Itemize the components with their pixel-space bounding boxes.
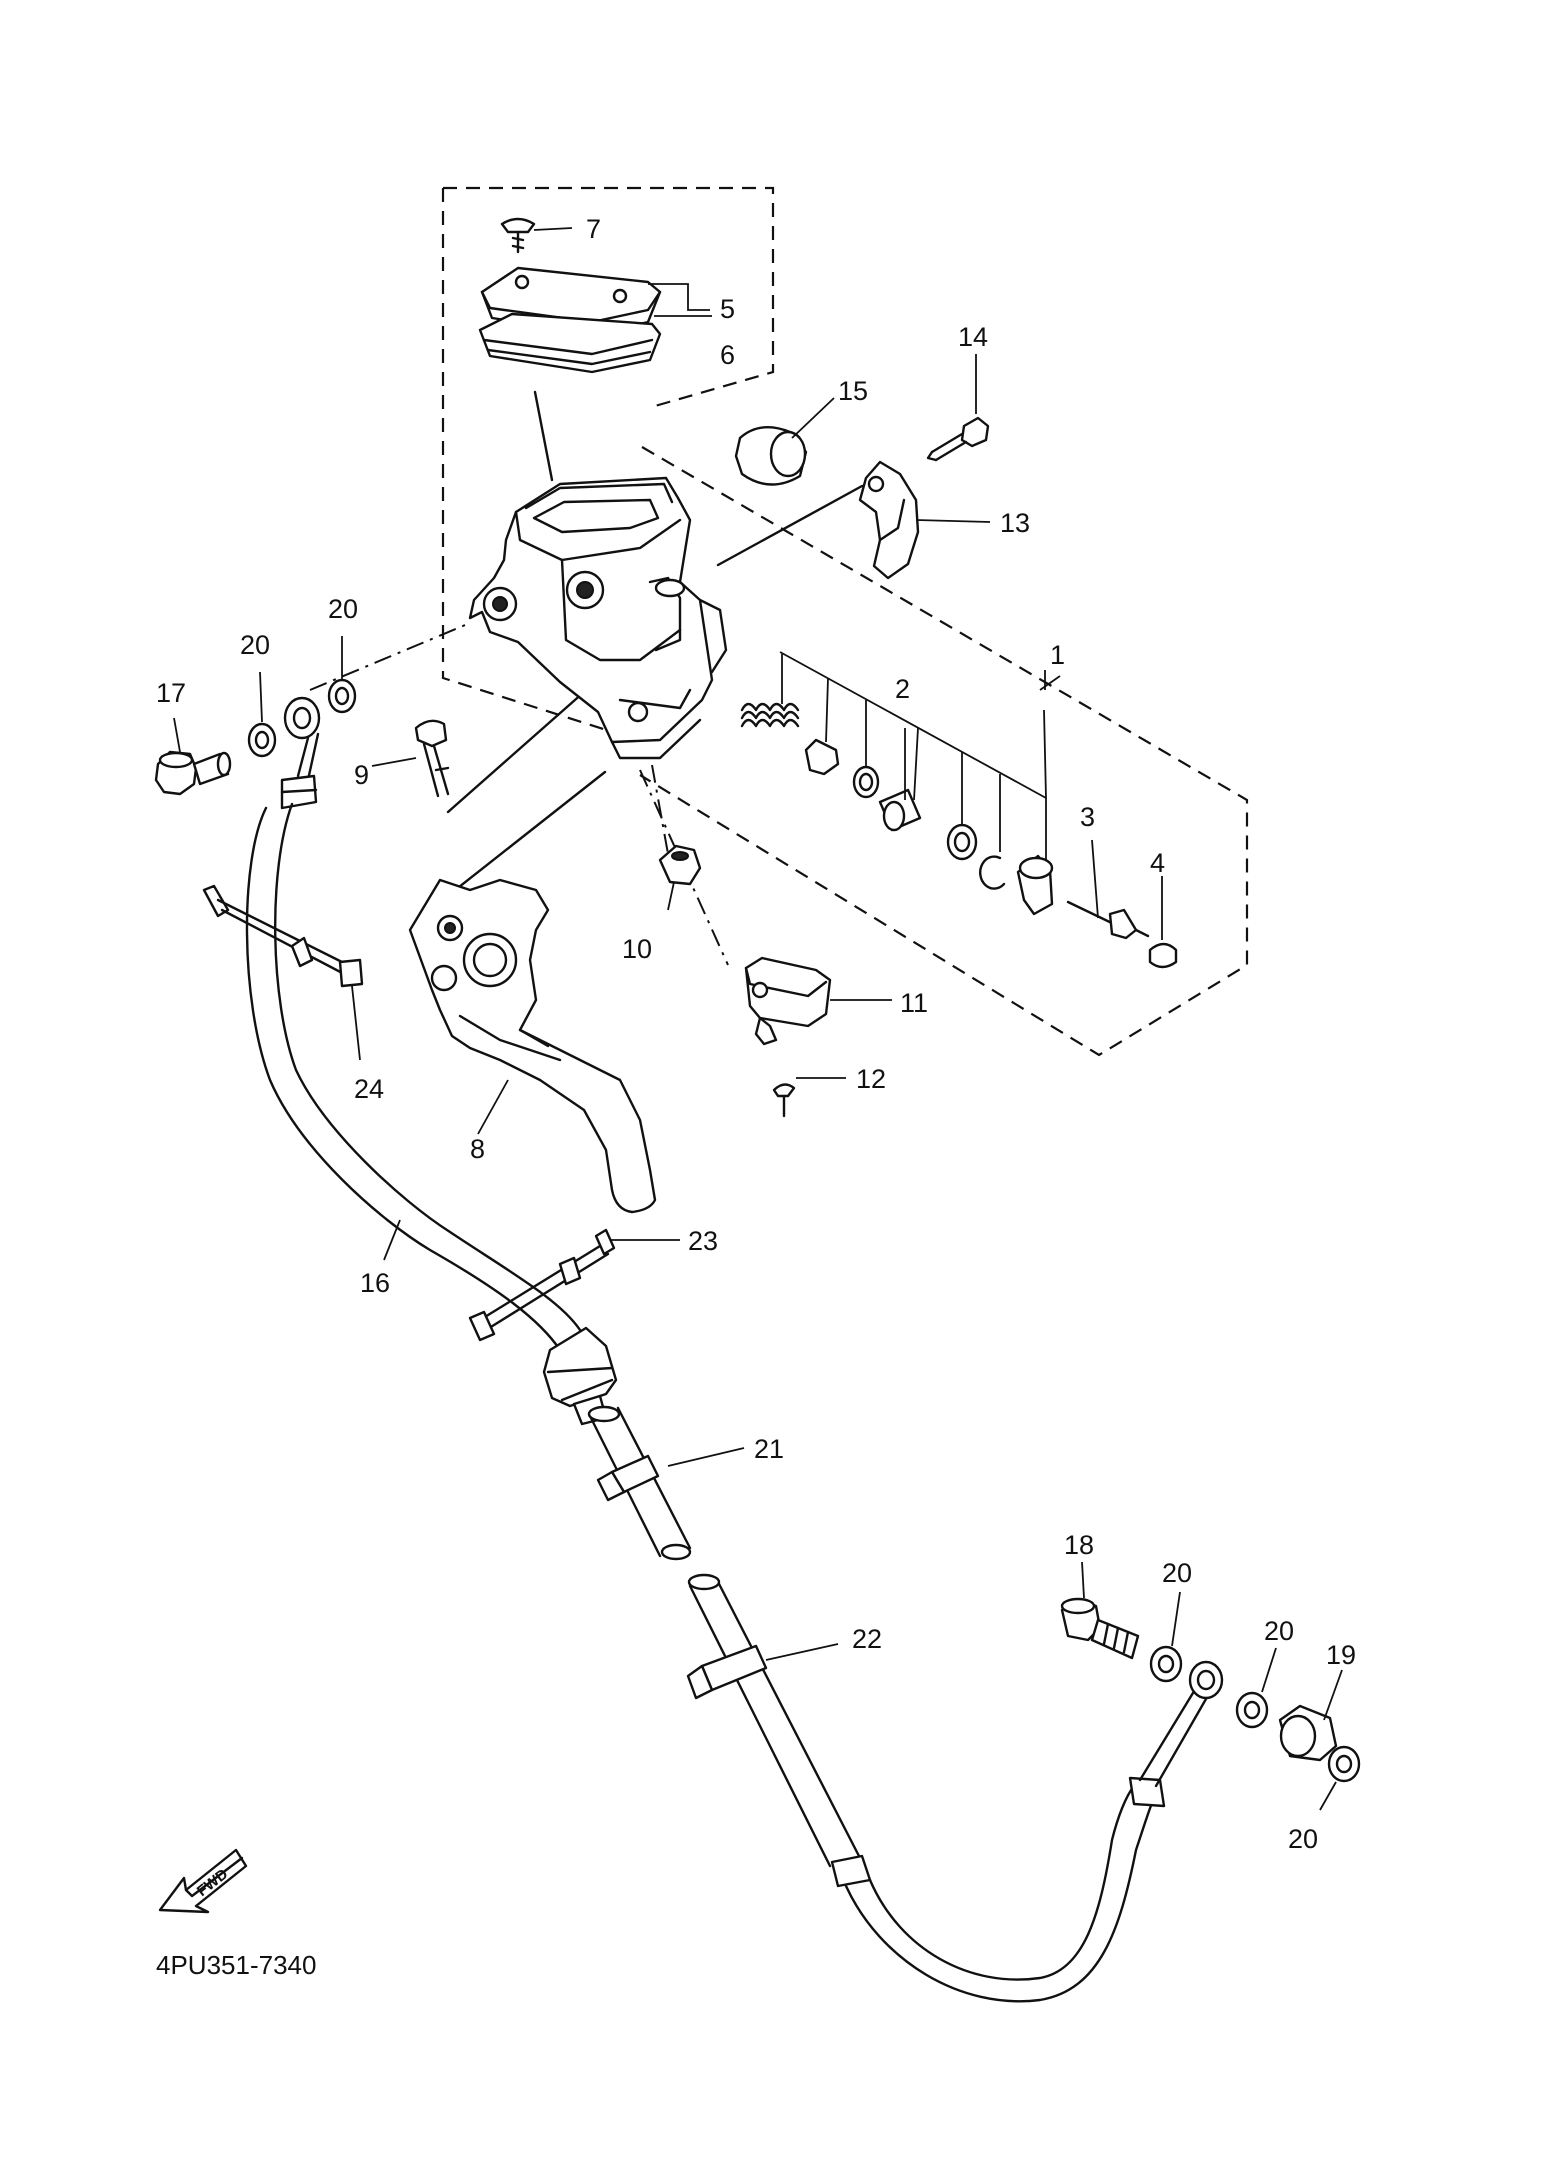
part-13-clamp bbox=[858, 460, 920, 580]
part-20-washer-a bbox=[247, 722, 277, 758]
part-20-washer-d bbox=[1235, 1691, 1269, 1729]
callout-20-a: 20 bbox=[240, 630, 270, 660]
callout-17: 17 bbox=[156, 678, 186, 708]
part-20-washer-b bbox=[327, 678, 357, 714]
part-15-bushing bbox=[734, 426, 808, 486]
callout-19: 19 bbox=[1326, 1640, 1356, 1670]
callout-1: 1 bbox=[1050, 640, 1065, 670]
part-2-piston-kit bbox=[740, 702, 1054, 916]
part-12-screw bbox=[772, 1083, 796, 1118]
part-24-cable-tie bbox=[202, 884, 364, 988]
callout-20-c: 20 bbox=[1162, 1558, 1192, 1588]
part-17-union-bolt bbox=[154, 750, 232, 796]
callout-2: 2 bbox=[895, 674, 910, 704]
callout-13: 13 bbox=[1000, 508, 1030, 538]
callout-21: 21 bbox=[754, 1434, 784, 1464]
part-4-cap bbox=[1148, 942, 1178, 969]
lower-hose bbox=[844, 1660, 1224, 2003]
lever-alignment-line bbox=[438, 770, 607, 904]
callout-3: 3 bbox=[1080, 802, 1095, 832]
callout-24: 24 bbox=[354, 1074, 384, 1104]
master-cylinder-body bbox=[468, 476, 728, 760]
callout-12: 12 bbox=[856, 1064, 886, 1094]
assembly-boundary-master-cylinder bbox=[441, 186, 775, 742]
callout-9: 9 bbox=[354, 760, 369, 790]
part-21-sleeve-upper bbox=[587, 1405, 692, 1561]
part-16-hose bbox=[245, 696, 582, 1352]
callout-15: 15 bbox=[838, 376, 868, 406]
callout-22: 22 bbox=[852, 1624, 882, 1654]
part-3-push-rod bbox=[1066, 900, 1150, 940]
diagram-code: 4PU351-7340 bbox=[156, 1950, 316, 1980]
callout-6: 6 bbox=[720, 340, 735, 370]
part-23-cable-tie bbox=[468, 1228, 616, 1342]
callout-8: 8 bbox=[470, 1134, 485, 1164]
callout-23: 23 bbox=[688, 1226, 718, 1256]
callout-16: 16 bbox=[360, 1268, 390, 1298]
callout-20-b: 20 bbox=[328, 594, 358, 624]
callout-10: 10 bbox=[622, 934, 652, 964]
callout-20-e: 20 bbox=[1288, 1824, 1318, 1854]
piston-kit-leader-lines bbox=[779, 651, 1047, 860]
fwd-arrow-icon: FWD bbox=[158, 1848, 248, 1914]
callout-20-d: 20 bbox=[1264, 1616, 1294, 1646]
part-18-bleed-bolt bbox=[1060, 1597, 1140, 1660]
callout-leaders bbox=[173, 227, 1343, 1811]
callout-14: 14 bbox=[958, 322, 988, 352]
part-7-screw bbox=[500, 217, 536, 254]
part-20-washer-e bbox=[1327, 1745, 1361, 1783]
callout-18: 18 bbox=[1064, 1530, 1094, 1560]
callout-5: 5 bbox=[720, 294, 735, 324]
clamp-alignment-line bbox=[716, 484, 864, 567]
part-19-spacer bbox=[1278, 1704, 1338, 1762]
callout-11: 11 bbox=[900, 988, 928, 1018]
part-22-sleeve-lower bbox=[686, 1573, 872, 1888]
part-9-bolt bbox=[414, 719, 450, 798]
part-14-bolt bbox=[926, 416, 990, 462]
callout-numbers: 1 2 3 4 5 6 7 8 9 10 11 12 13 14 15 16 1… bbox=[156, 214, 1356, 1854]
part-10-nut bbox=[658, 844, 702, 886]
callout-7: 7 bbox=[586, 214, 601, 244]
reservoir-alignment-line bbox=[533, 390, 554, 482]
callout-4: 4 bbox=[1150, 848, 1165, 878]
part-20-washer-c bbox=[1149, 1645, 1183, 1683]
part-8-lever bbox=[408, 878, 657, 1214]
part-11-switch bbox=[744, 956, 832, 1046]
part-6-diaphragm bbox=[478, 312, 662, 374]
